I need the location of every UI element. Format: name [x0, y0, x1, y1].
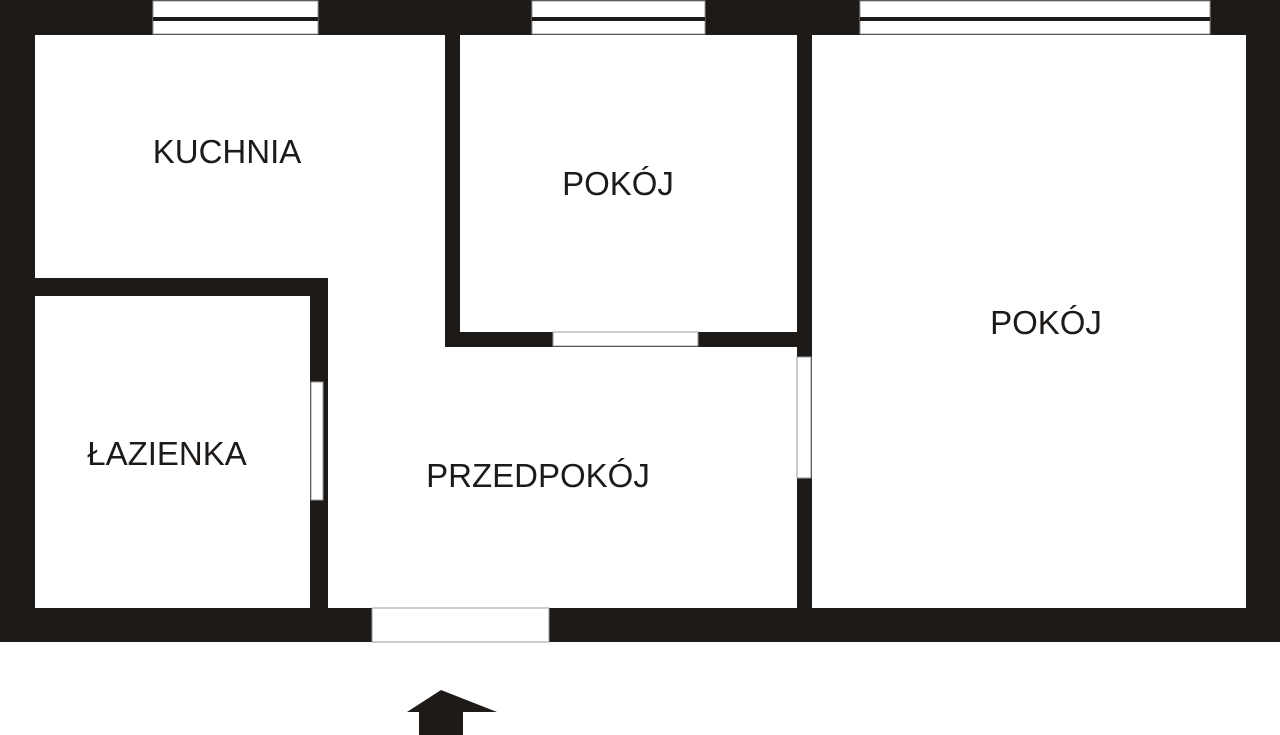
small-room-floor: [460, 35, 797, 332]
entrance-door[interactable]: [371, 607, 550, 643]
room-label-large-room: POKÓJ: [990, 304, 1102, 341]
room-label-small-room: POKÓJ: [562, 165, 674, 202]
window: [859, 0, 1211, 35]
small-room-door[interactable]: [552, 331, 699, 347]
window: [152, 0, 319, 35]
bathroom-door[interactable]: [310, 381, 324, 501]
room-label-kitchen: KUCHNIA: [152, 133, 302, 170]
hallway-floor: [328, 347, 797, 608]
hallway-floor-upper: [328, 270, 445, 350]
arrow-up-icon: [407, 690, 497, 735]
room-label-hallway: PRZEDPOKÓJ: [426, 457, 650, 494]
large-room-floor: [812, 35, 1246, 608]
room-label-bathroom: ŁAZIENKA: [87, 435, 247, 472]
bathroom-floor: [35, 296, 310, 608]
window: [531, 0, 706, 35]
kitchen-floor: [35, 35, 445, 278]
large-room-door[interactable]: [796, 356, 812, 479]
